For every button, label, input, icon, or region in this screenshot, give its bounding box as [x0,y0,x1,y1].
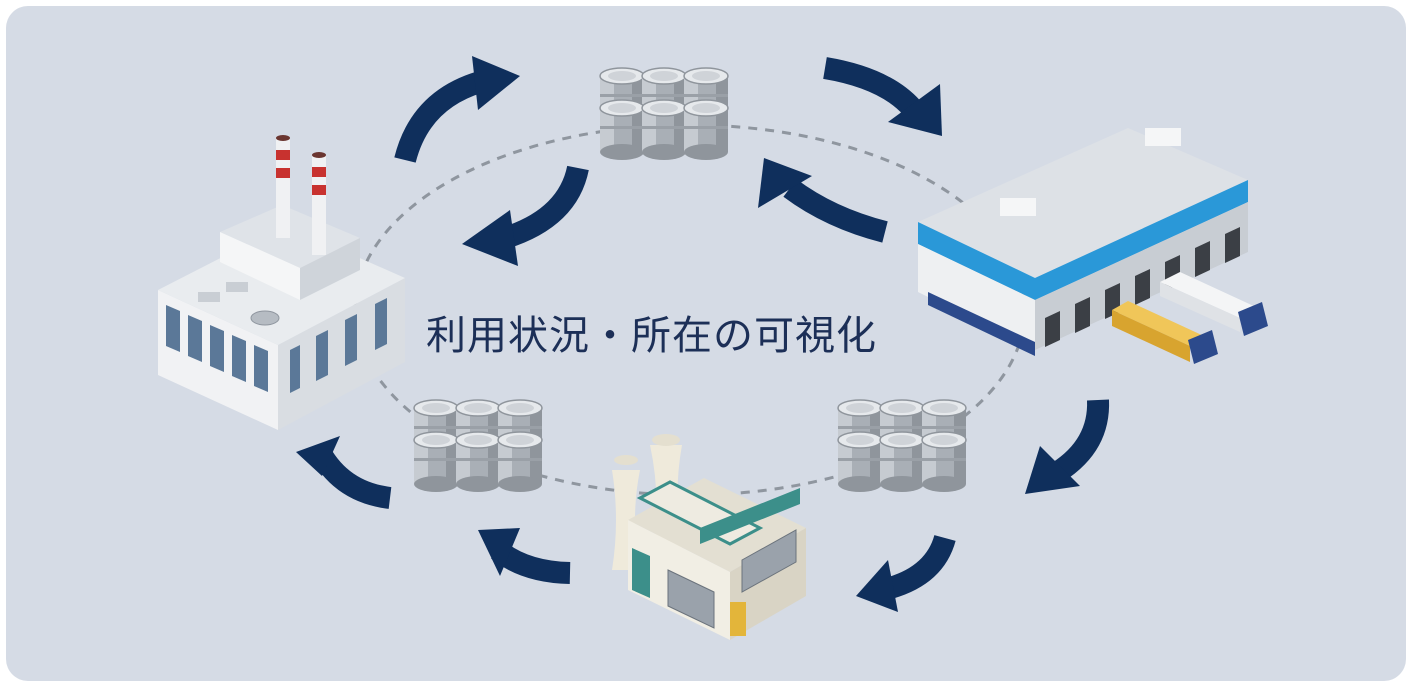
arrowhead-2 [888,84,942,136]
chemical-factory-icon [158,135,405,430]
drum-group-left-icon [414,400,542,492]
warehouse-icon [918,128,1268,364]
diagram-panel: 利用状況・所在の可視化 [6,6,1406,681]
arrow-warehouse-return-to-drums [783,179,888,243]
arrow-drums-right-to-user [886,534,956,599]
arrowhead-6 [856,560,898,612]
drum-group-top-icon [600,68,728,160]
arrowhead-3 [758,158,812,208]
arrowhead-7 [478,528,520,576]
drum-group-right-icon [838,400,966,492]
arrowhead-5 [1025,446,1080,494]
arrowhead-1 [472,56,520,110]
cycle-diagram [158,56,1268,640]
arrow-drums-top-to-warehouse [823,57,921,116]
user-factory-icon [612,434,806,640]
visualization-label: 利用状況・所在の可視化 [426,313,877,359]
arrow-drums-return-to-factory [501,165,589,249]
arrowhead-4 [462,210,518,266]
arrow-factory-to-drums-top [394,71,484,163]
arrowhead-8 [296,436,340,476]
arrow-warehouse-to-drums-right [1051,399,1110,482]
